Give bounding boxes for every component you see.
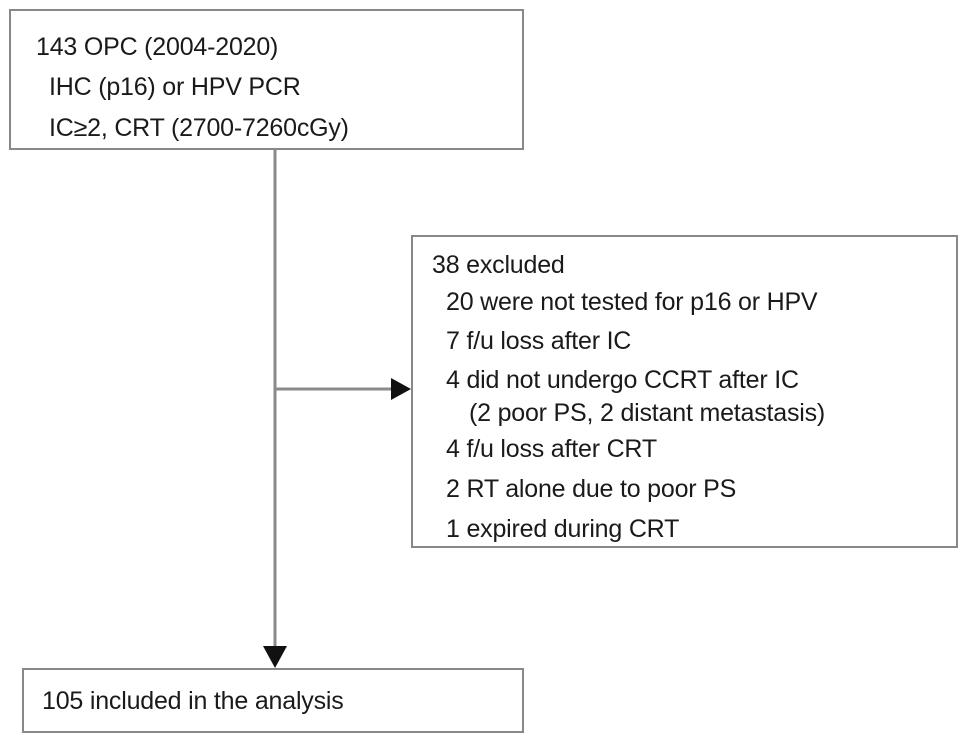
- excluded-reason-3: 4 did not undergo CCRT after IC: [446, 366, 799, 394]
- enrolled-cohort-box: 143 OPC (2004-2020) IHC (p16) or HPV PCR…: [9, 9, 524, 150]
- excluded-patients-box: 38 excluded 20 were not tested for p16 o…: [411, 235, 958, 548]
- exclusion-arrowhead-icon: [391, 378, 411, 400]
- included-analysis-box: 105 included in the analysis: [22, 668, 524, 733]
- enrolled-line-3: IC≥2, CRT (2700-7260cGy): [49, 114, 349, 142]
- excluded-heading: 38 excluded: [432, 251, 565, 279]
- included-analysis-text: 105 included in the analysis: [42, 687, 344, 715]
- enrolled-line-1: 143 OPC (2004-2020): [36, 33, 279, 61]
- excluded-reason-4: 4 f/u loss after CRT: [446, 435, 657, 463]
- excluded-reason-3-detail: (2 poor PS, 2 distant metastasis): [469, 399, 826, 427]
- inclusion-arrowhead-icon: [263, 646, 287, 668]
- excluded-reason-6: 1 expired during CRT: [446, 515, 680, 543]
- excluded-reason-5: 2 RT alone due to poor PS: [446, 475, 737, 503]
- excluded-reason-2: 7 f/u loss after IC: [446, 327, 632, 355]
- enrolled-line-2: IHC (p16) or HPV PCR: [49, 73, 301, 101]
- excluded-reason-1: 20 were not tested for p16 or HPV: [446, 288, 818, 316]
